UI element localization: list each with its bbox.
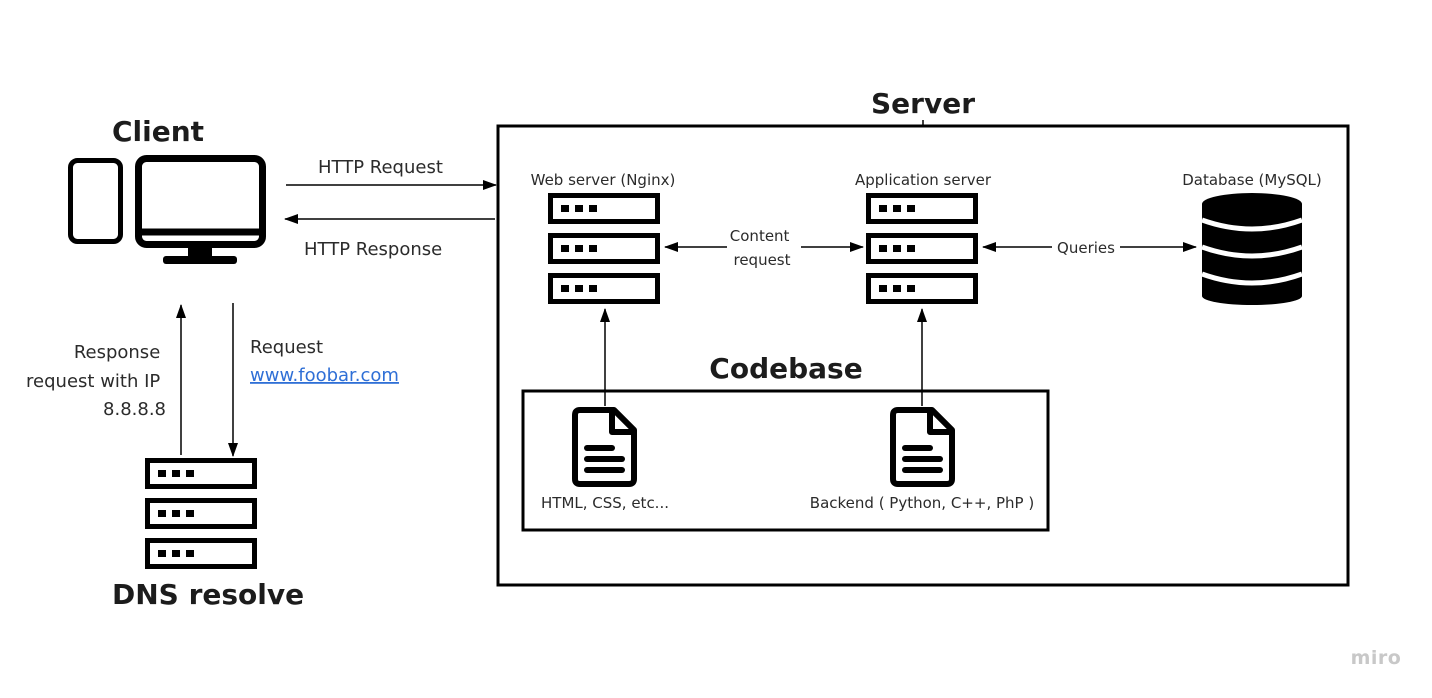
client-title: Client [112, 115, 204, 148]
monitor-icon [135, 155, 266, 264]
dns-server-icon [148, 461, 255, 567]
dns-response-label: Response request with IP 8.8.8.8 [26, 342, 166, 420]
codebase-box [521, 389, 1050, 532]
backend-label: Backend ( Python, C++, PhP ) [810, 494, 1034, 512]
dns-response-line: 8.8.8.8 [103, 399, 166, 420]
foobar-link[interactable]: www.foobar.com [250, 365, 399, 386]
http-request-label: HTTP Request [318, 157, 443, 178]
backend-file-icon [893, 410, 952, 484]
http-response-label: HTTP Response [304, 239, 442, 260]
queries-label: Queries [1057, 239, 1115, 257]
web-server-icon [551, 196, 658, 302]
server-title: Server [871, 87, 975, 120]
frontend-file-icon [575, 410, 634, 484]
web-server-label: Web server (Nginx) [531, 171, 676, 189]
database-icon [1201, 193, 1303, 305]
app-server-icon [869, 196, 976, 302]
content-request-line: Content [730, 227, 790, 245]
content-request-line: request [733, 251, 790, 269]
phone-icon [68, 158, 123, 244]
frontend-label: HTML, CSS, etc... [541, 494, 669, 512]
dns-title: DNS resolve [112, 578, 304, 611]
dns-request-label: Request [250, 337, 323, 358]
content-request-label: Content request [730, 227, 794, 269]
dns-response-line: request with IP [26, 371, 160, 392]
app-server-label: Application server [855, 171, 992, 189]
miro-watermark: miro [1351, 647, 1402, 669]
codebase-title: Codebase [709, 352, 862, 385]
database-label: Database (MySQL) [1182, 171, 1322, 189]
server-box [496, 124, 1350, 587]
dns-response-line: Response [74, 342, 160, 363]
